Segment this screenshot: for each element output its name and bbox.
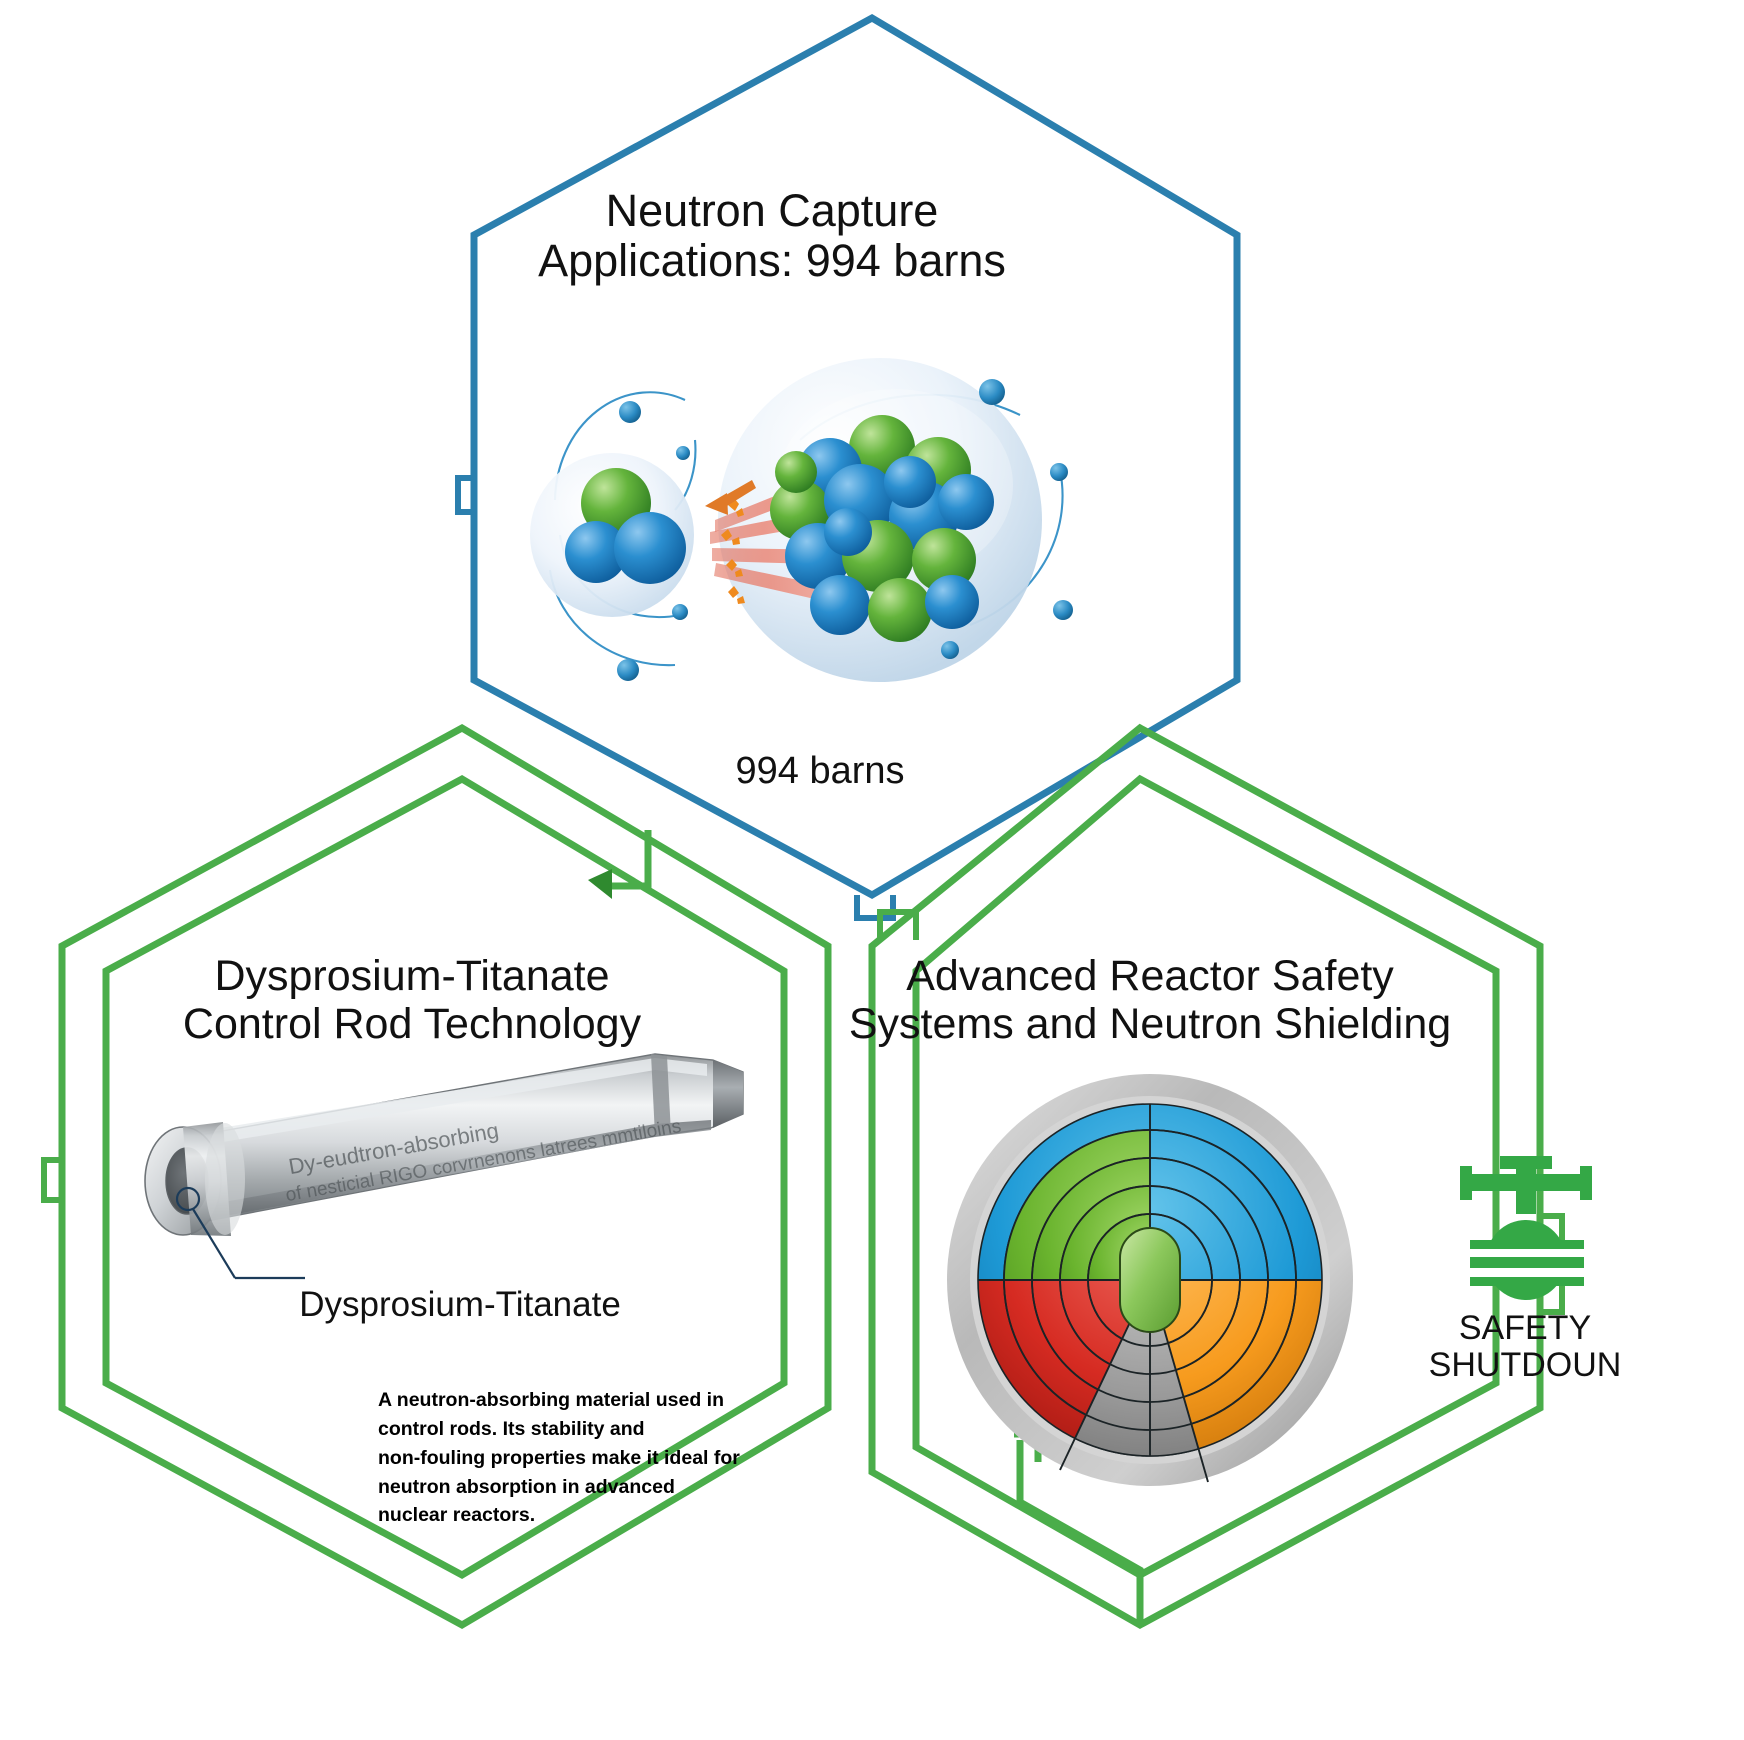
capture-arrow-icon: [705, 480, 756, 515]
page-title-reactor-safety: Advanced Reactor Safety Systems and Neut…: [848, 952, 1452, 1049]
reactor-core-cross-section: [940, 1070, 1360, 1490]
page-title-neutron-capture: Neutron Capture Applications: 994 barns: [538, 185, 1006, 287]
page-title-control-rod: Dysprosium-Titanate Control Rod Technolo…: [182, 952, 642, 1049]
large-atom-nucleus: [770, 415, 994, 642]
valve-wheel-icon: [1448, 1148, 1606, 1308]
control-rod-illustration: Dy-eudtron-absorbing of nesticial RIGO c…: [95, 1010, 775, 1300]
core-center-capsule: [1119, 1227, 1181, 1333]
callout-label-dysprosium-titanate: Dysprosium-Titanate: [299, 1285, 621, 1324]
atom-neutron-capture-illustration: [500, 320, 1100, 700]
electron-particles: [617, 379, 1073, 681]
small-atom-nucleus: [565, 468, 686, 584]
callout-description: A neutron-absorbing material used in con…: [378, 1389, 740, 1527]
callout-leader-line: [175, 1186, 305, 1280]
barns-value-caption: 994 barns: [735, 750, 905, 792]
neutron-spark-icons: [721, 498, 745, 604]
safety-shutdown-label: SAFETY SHUTDOUN: [1428, 1309, 1622, 1385]
